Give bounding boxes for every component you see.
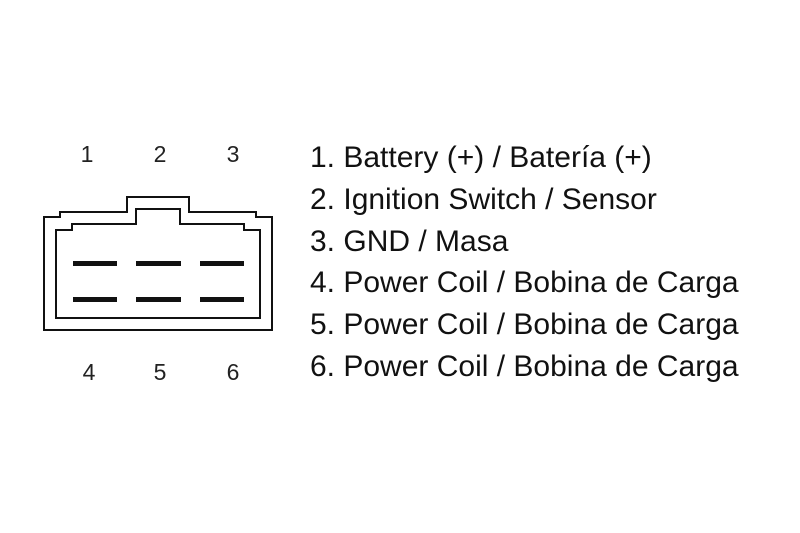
connector-housing-inner xyxy=(55,208,261,319)
connector-diagram: 1 2 3 4 5 6 xyxy=(43,141,273,385)
pin-number-2: 2 xyxy=(154,141,167,167)
pin-terminal-3 xyxy=(200,261,244,266)
legend-item-4: 4. Power Coil / Bobina de Carga xyxy=(310,266,739,300)
legend-item-2: 2. Ignition Switch / Sensor xyxy=(310,182,657,216)
pin-terminal-1 xyxy=(73,261,117,266)
pin-terminal-2 xyxy=(136,261,181,266)
pin-number-4: 4 xyxy=(83,359,96,385)
pin-number-5: 5 xyxy=(154,359,167,385)
connector-housing-outer xyxy=(43,196,273,331)
legend-item-6: 6. Power Coil / Bobina de Carga xyxy=(310,349,739,383)
legend-item-1: 1. Battery (+) / Batería (+) xyxy=(310,141,652,174)
pin-number-6: 6 xyxy=(227,359,240,385)
pin-terminal-4 xyxy=(73,297,117,302)
pin-terminal-6 xyxy=(200,297,244,302)
pin-terminal-5 xyxy=(136,297,181,302)
pin-legend: 1. Battery (+) / Batería (+) 2. Ignition… xyxy=(310,137,739,388)
pin-number-3: 3 xyxy=(227,141,240,167)
legend-item-3: 3. GND / Masa xyxy=(310,224,509,258)
pin-number-1: 1 xyxy=(81,141,94,167)
legend-item-5: 5. Power Coil / Bobina de Carga xyxy=(310,308,739,342)
